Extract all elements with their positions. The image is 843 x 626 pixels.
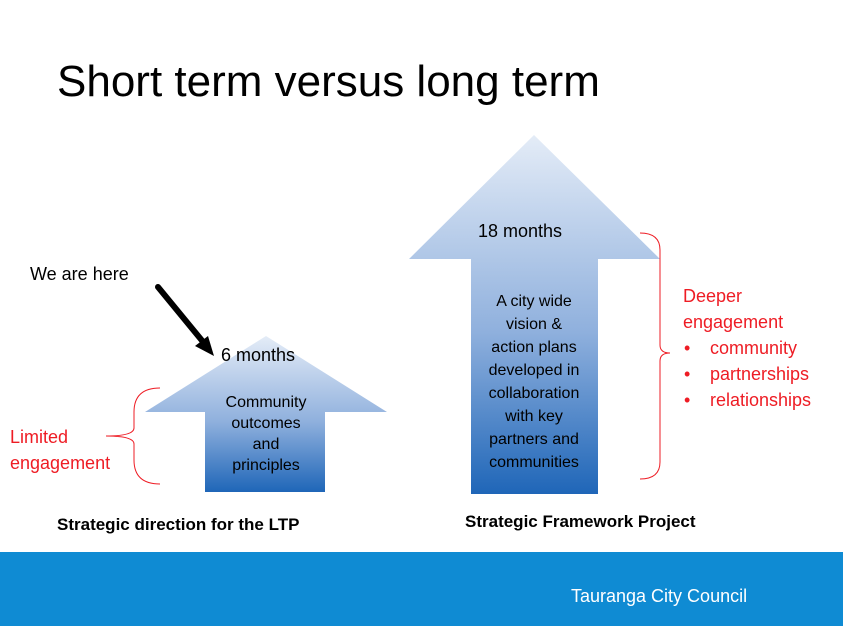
long-term-description-line: partners and	[489, 431, 579, 448]
limited-engagement-line: Limited	[10, 427, 69, 447]
deeper-engagement-line: engagement	[683, 312, 784, 332]
short-term-caption: Strategic direction for the LTP	[57, 515, 300, 534]
short-term-description-line: outcomes	[231, 415, 301, 432]
footer-band	[0, 552, 843, 626]
engagement-item: community	[684, 335, 811, 361]
deeper-engagement-line: Deeper	[683, 286, 743, 306]
long-term-description-line: with key	[505, 408, 563, 425]
engagement-item: relationships	[684, 387, 811, 413]
long-term-caption: Strategic Framework Project	[465, 512, 696, 531]
limited-engagement-line: engagement	[10, 453, 111, 473]
deeper-engagement-bracket	[639, 232, 671, 480]
short-term-arrow	[145, 336, 387, 492]
long-term-description-line: collaboration	[488, 385, 580, 402]
we-are-here-label: We are here	[30, 264, 129, 284]
long-term-duration: 18 months	[478, 221, 563, 241]
footer-organisation: Tauranga City Council	[571, 586, 748, 606]
slide-title: Short term versus long term	[57, 57, 600, 106]
short-term-description-line: principles	[232, 457, 300, 474]
deeper-engagement-list: community partnerships relationships	[684, 335, 811, 413]
short-term-description-line: Community	[225, 394, 307, 411]
long-term-description-line: vision &	[505, 316, 563, 333]
engagement-item: partnerships	[684, 361, 811, 387]
pointer-arrow-shaft	[155, 284, 207, 346]
short-term-duration: 6 months	[221, 345, 296, 365]
long-term-description-line: communities	[489, 454, 579, 471]
long-term-description-line: A city wide	[496, 293, 572, 310]
pointer-arrow-head	[195, 336, 214, 356]
short-term-description: Community outcomes and principles	[196, 392, 336, 476]
short-term-description-line: and	[252, 436, 280, 453]
long-term-description: A city wide vision & action plans develo…	[466, 290, 602, 474]
limited-engagement-bracket	[105, 387, 161, 485]
long-term-description-line: action plans	[491, 339, 577, 356]
deeper-engagement-heading: Deeper engagement	[683, 283, 783, 335]
limited-engagement-label: Limited engagement	[10, 424, 110, 476]
long-term-description-line: developed in	[488, 362, 580, 379]
long-term-arrow	[409, 135, 660, 494]
